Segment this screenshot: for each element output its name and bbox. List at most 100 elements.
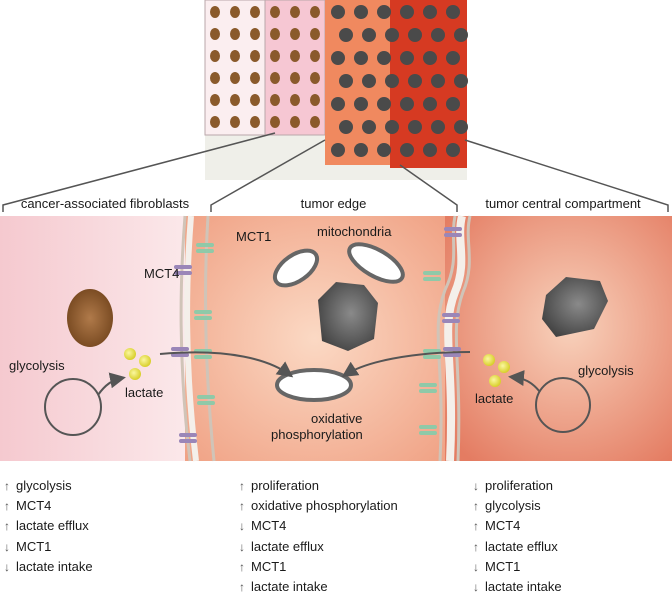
tumor-nucleus (431, 28, 445, 42)
summary-item-text: glycolysis (16, 478, 72, 493)
tumor-nucleus (408, 74, 422, 88)
tumor-nucleus (331, 97, 345, 111)
mct1-transporter (423, 349, 441, 359)
tissue-nucleus (310, 94, 320, 106)
summary-item-text: MCT1 (485, 558, 521, 574)
header-fibroblasts: cancer-associated fibroblasts (20, 196, 190, 211)
tissue-nucleus (210, 50, 220, 62)
summary-fibroblasts: ↑glycolysis↑MCT4↑lactate efflux↓MCT1↓lac… (4, 476, 93, 577)
summary-item-text: lactate intake (16, 558, 93, 574)
summary-tumor-central: ↓proliferation↑glycolysis↑MCT4↑lactate e… (473, 476, 562, 597)
arrow-down-icon: ↓ (473, 580, 479, 595)
lactate-molecules-left (124, 348, 151, 380)
tumor-nucleus (454, 74, 468, 88)
label-lactate-left: lactate (125, 385, 164, 400)
tumor-nucleus (385, 120, 399, 134)
label-mct1: MCT1 (236, 229, 272, 244)
tumor-nucleus (423, 143, 437, 157)
tissue-nucleus (250, 116, 260, 128)
summary-item: ↓lactate efflux (239, 537, 398, 557)
tissue-nucleus (250, 50, 260, 62)
tumor-nucleus (377, 143, 391, 157)
tumor-core-nucleus (542, 277, 608, 337)
membrane-left (179, 215, 216, 462)
tumor-nucleus (354, 143, 368, 157)
tumor-nucleus (354, 97, 368, 111)
tumor-nucleus (331, 51, 345, 65)
tumor-nucleus (400, 143, 414, 157)
tissue-nucleus (270, 116, 280, 128)
label-glycolysis-right: glycolysis (578, 363, 634, 378)
tissue-nucleus (290, 72, 300, 84)
tissue-nucleus (290, 94, 300, 106)
tumor-nucleus (446, 97, 460, 111)
diagram-canvas (0, 0, 672, 462)
tumor-nucleus (354, 5, 368, 19)
tissue-nucleus (270, 28, 280, 40)
tumor-nucleus (400, 5, 414, 19)
tumor-nucleus (446, 51, 460, 65)
tumor-nucleus (431, 120, 445, 134)
tissue-nucleus (310, 50, 320, 62)
mitochondrion (272, 248, 320, 288)
normal-cells (204, 0, 326, 136)
arrow-down-icon: ↓ (239, 539, 245, 554)
mitochondrion (347, 242, 405, 284)
tissue-nucleus (270, 94, 280, 106)
summary-item: ↓proliferation (473, 476, 562, 496)
tissue-nucleus (270, 6, 280, 18)
summary-item-text: lactate intake (485, 579, 562, 595)
summary-item: ↑MCT4 (473, 516, 562, 536)
tumor-nucleus (454, 28, 468, 42)
tissue-nucleus (310, 116, 320, 128)
label-oxidative: oxidative (311, 411, 363, 426)
summary-item-text: lactate efflux (16, 518, 89, 534)
tumor-nucleus (446, 143, 460, 157)
summary-item: ↓lactate intake (4, 557, 93, 577)
summary-item: ↑MCT1 (239, 557, 398, 577)
label-mitochondria: mitochondria (317, 224, 392, 239)
label-mct4: MCT4 (144, 266, 180, 281)
tissue-nucleus (230, 116, 240, 128)
tumor-nucleus (339, 74, 353, 88)
lactate-molecules-right (483, 354, 510, 387)
mct4-transporter (179, 433, 197, 443)
mct1-transporter (196, 243, 214, 253)
summary-tumor-edge: ↑proliferation↑oxidative phosphorylation… (239, 476, 398, 597)
arrow-down-icon: ↓ (4, 539, 10, 554)
zoom-lines (2, 132, 669, 212)
tissue-nucleus (230, 50, 240, 62)
mct1-transporter (423, 271, 441, 281)
membrane-right (436, 215, 472, 462)
tissue-nucleus (210, 116, 220, 128)
tumor-nucleus (400, 51, 414, 65)
mct4-transporter (444, 227, 462, 237)
arrow-up-icon: ↑ (239, 499, 245, 514)
summary-item: ↑proliferation (239, 476, 398, 496)
tumor-nucleus (423, 97, 437, 111)
tissue-nucleus (290, 6, 300, 18)
tumor-nucleus (423, 5, 437, 19)
arrow-up-icon: ↑ (4, 519, 10, 534)
summary-item-text: glycolysis (485, 498, 541, 514)
arrow-up-icon: ↑ (239, 580, 245, 595)
header-tumor-edge: tumor edge (300, 196, 367, 211)
summary-item: ↓ lactate intake (473, 577, 562, 597)
tissue-nucleus (290, 50, 300, 62)
glycolysis-cycle-left (44, 372, 126, 436)
tumor-nucleus (385, 28, 399, 42)
summary-item: ↑ lactate efflux (4, 516, 93, 536)
tumor-nucleus (431, 74, 445, 88)
summary-item-text: MCT1 (251, 558, 287, 574)
tissue-nucleus (250, 28, 260, 40)
mct1-transporter (194, 310, 212, 320)
tumor-nucleus (339, 120, 353, 134)
arrow-up-icon: ↑ (473, 499, 479, 514)
tissue-nucleus (250, 94, 260, 106)
summary-item-text: proliferation (251, 478, 319, 493)
label-lactate-right: lactate (475, 391, 514, 406)
arrow-up-icon: ↑ (473, 519, 479, 534)
tissue-nucleus (290, 28, 300, 40)
summary-item-text: proliferation (485, 478, 553, 493)
